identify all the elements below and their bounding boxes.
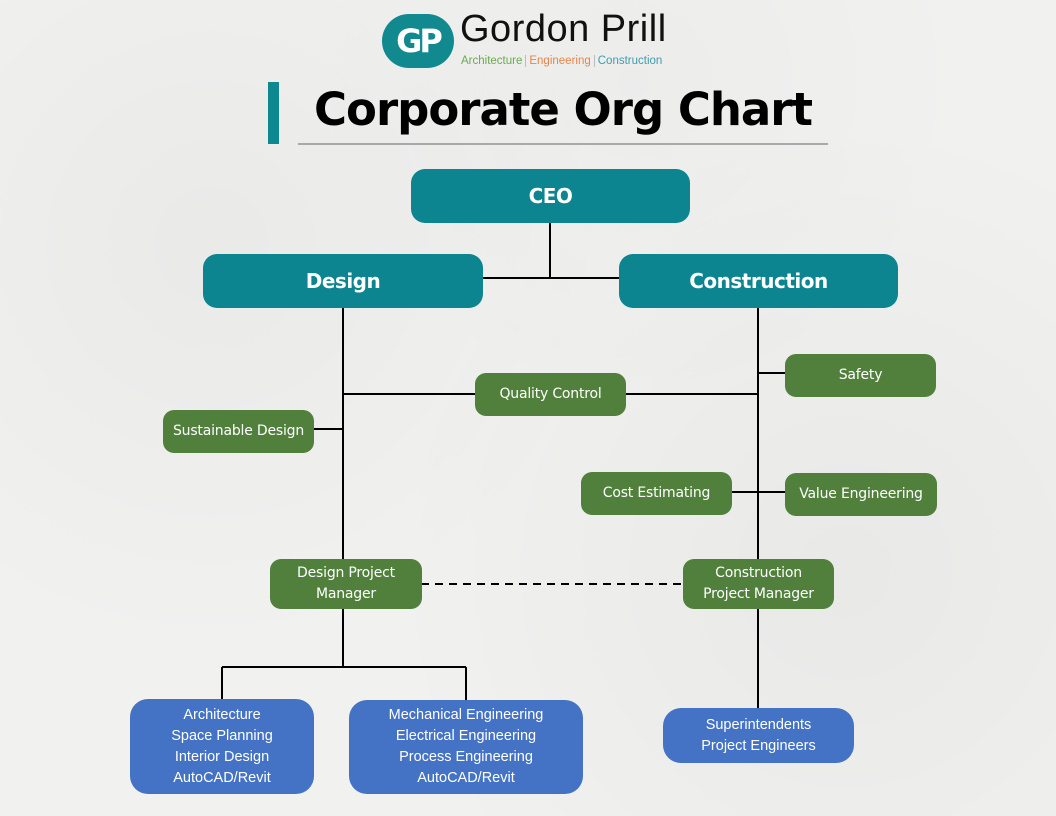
node-label-line: Design Project: [297, 565, 395, 581]
node-label-line: AutoCAD/Revit: [173, 769, 271, 786]
node-design-project-manager[interactable]: Design Project Manager: [270, 559, 422, 609]
node-label-line: Mechanical Engineering: [388, 707, 544, 723]
node-label: Quality Control: [499, 386, 602, 402]
company-name: Gordon Prill: [460, 8, 667, 50]
node-label: Design: [305, 269, 381, 293]
node-label: Sustainable Design: [172, 423, 305, 439]
node-label-line: Architecture: [183, 706, 261, 723]
tagline-separator: [593, 55, 595, 67]
node-label: Construction: [689, 269, 828, 293]
node-sustainable-design[interactable]: Sustainable Design: [163, 410, 314, 453]
node-value-engineering[interactable]: Value Engineering: [785, 473, 937, 516]
tagline-engineering: Engineering: [529, 55, 591, 67]
node-construction-project-manager[interactable]: Construction Project Manager: [683, 559, 834, 609]
node-label: CEO: [528, 184, 573, 208]
node-engineering-team[interactable]: Mechanical Engineering Electrical Engine…: [349, 700, 583, 794]
node-architecture-team[interactable]: Architecture Space Planning Interior Des…: [130, 699, 314, 794]
tagline-architecture: Architecture: [461, 55, 523, 67]
node-label-line: Interior Design: [174, 748, 270, 765]
company-tagline: Architecture Engineering Construction: [461, 55, 662, 67]
node-label: Safety: [838, 367, 883, 383]
node-label-line: Project Manager: [703, 586, 814, 602]
node-construction[interactable]: Construction: [619, 254, 898, 308]
tagline-separator: [525, 55, 527, 67]
node-ceo[interactable]: CEO: [411, 169, 690, 223]
node-label-line: Superintendents: [705, 716, 812, 733]
page-title: Corporate Org Chart: [314, 83, 813, 136]
node-label: Cost Estimating: [602, 485, 711, 501]
node-field-team[interactable]: Superintendents Project Engineers: [663, 708, 854, 763]
node-cost-estimating[interactable]: Cost Estimating: [581, 472, 732, 515]
node-label-line: Manager: [316, 586, 376, 602]
node-label-line: Space Planning: [171, 727, 273, 744]
node-label-line: Project Engineers: [701, 737, 816, 754]
node-safety[interactable]: Safety: [785, 354, 936, 397]
tagline-construction: Construction: [597, 55, 663, 67]
title-divider: [298, 143, 828, 145]
node-label: Value Engineering: [799, 486, 923, 502]
title-accent-bar: [268, 82, 279, 144]
node-label-line: AutoCAD/Revit: [417, 770, 515, 786]
node-label-line: Electrical Engineering: [395, 728, 537, 744]
node-design[interactable]: Design: [203, 254, 483, 308]
node-label-line: Process Engineering: [399, 749, 533, 765]
company-logo-mark: GP: [382, 14, 454, 68]
node-quality-control[interactable]: Quality Control: [475, 373, 626, 416]
node-label-line: Construction: [715, 565, 802, 581]
